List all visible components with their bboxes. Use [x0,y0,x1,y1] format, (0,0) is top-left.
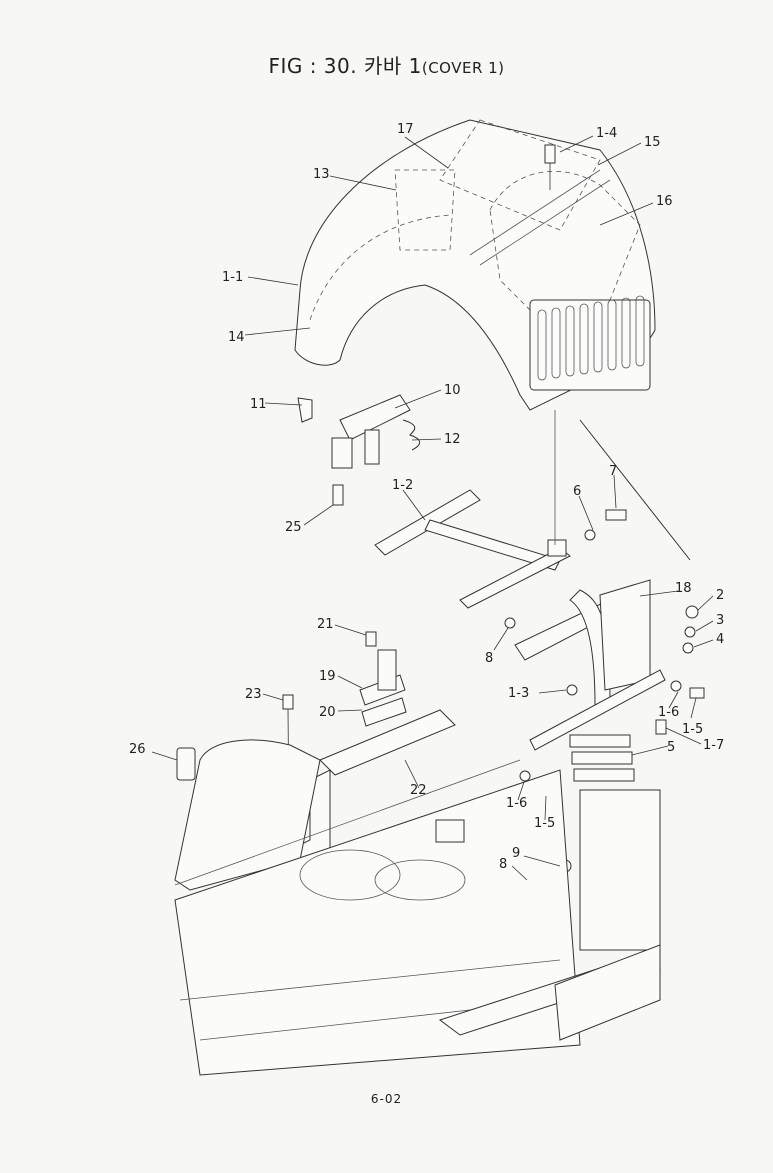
base-chassis [174,739,662,1076]
callout-1-4: 1-4 [596,126,617,141]
bracket-assembly [176,649,456,866]
callout-3: 3 [716,613,724,628]
callout-4: 4 [716,632,724,647]
figure-title-main: FIG : 30. 카바 1 [268,54,422,78]
callout-1-6b: 1-6 [506,796,527,811]
callout-22: 22 [410,783,427,798]
callout-7: 7 [609,464,617,479]
callout-1-5: 1-5 [682,722,703,737]
callout-1-3: 1-3 [508,686,529,701]
callout-1-1: 1-1 [222,270,243,285]
callout-18: 18 [675,581,692,596]
callout-8b: 8 [499,857,507,872]
frame-support [374,489,571,609]
callout-5: 5 [667,740,675,755]
callout-16: 16 [656,194,673,209]
callout-9: 9 [512,846,520,861]
callout-15: 15 [644,135,661,150]
callout-1-6: 1-6 [658,705,679,720]
callout-19: 19 [319,669,336,684]
callout-17: 17 [397,122,414,137]
callout-1-7: 1-7 [703,738,724,753]
figure-title: FIG : 30. 카바 1(COVER 1) [0,50,773,79]
callout-10: 10 [444,383,461,398]
callout-23: 23 [245,687,262,702]
callout-labels: 1-4 15 17 13 16 1-1 14 11 10 12 7 6 1-2 … [129,122,724,872]
right-side-panels [514,410,691,951]
callout-14: 14 [228,330,245,345]
callout-1-5b: 1-5 [534,816,555,831]
callout-26: 26 [129,742,146,757]
callout-25: 25 [285,520,302,535]
callout-2: 2 [716,588,724,603]
cover-hood [294,119,656,411]
callout-13: 13 [313,167,330,182]
callout-21: 21 [317,617,334,632]
latch-assembly [297,394,421,506]
figure-title-english: (COVER 1) [421,59,505,77]
callout-6: 6 [573,484,581,499]
callout-12: 12 [444,432,461,447]
callout-8: 8 [485,651,493,666]
callout-11: 11 [250,397,267,412]
page-number: 6-02 [370,1092,403,1106]
callout-20: 20 [319,705,336,720]
leader-lines [151,135,714,881]
callout-1-2: 1-2 [392,478,413,493]
